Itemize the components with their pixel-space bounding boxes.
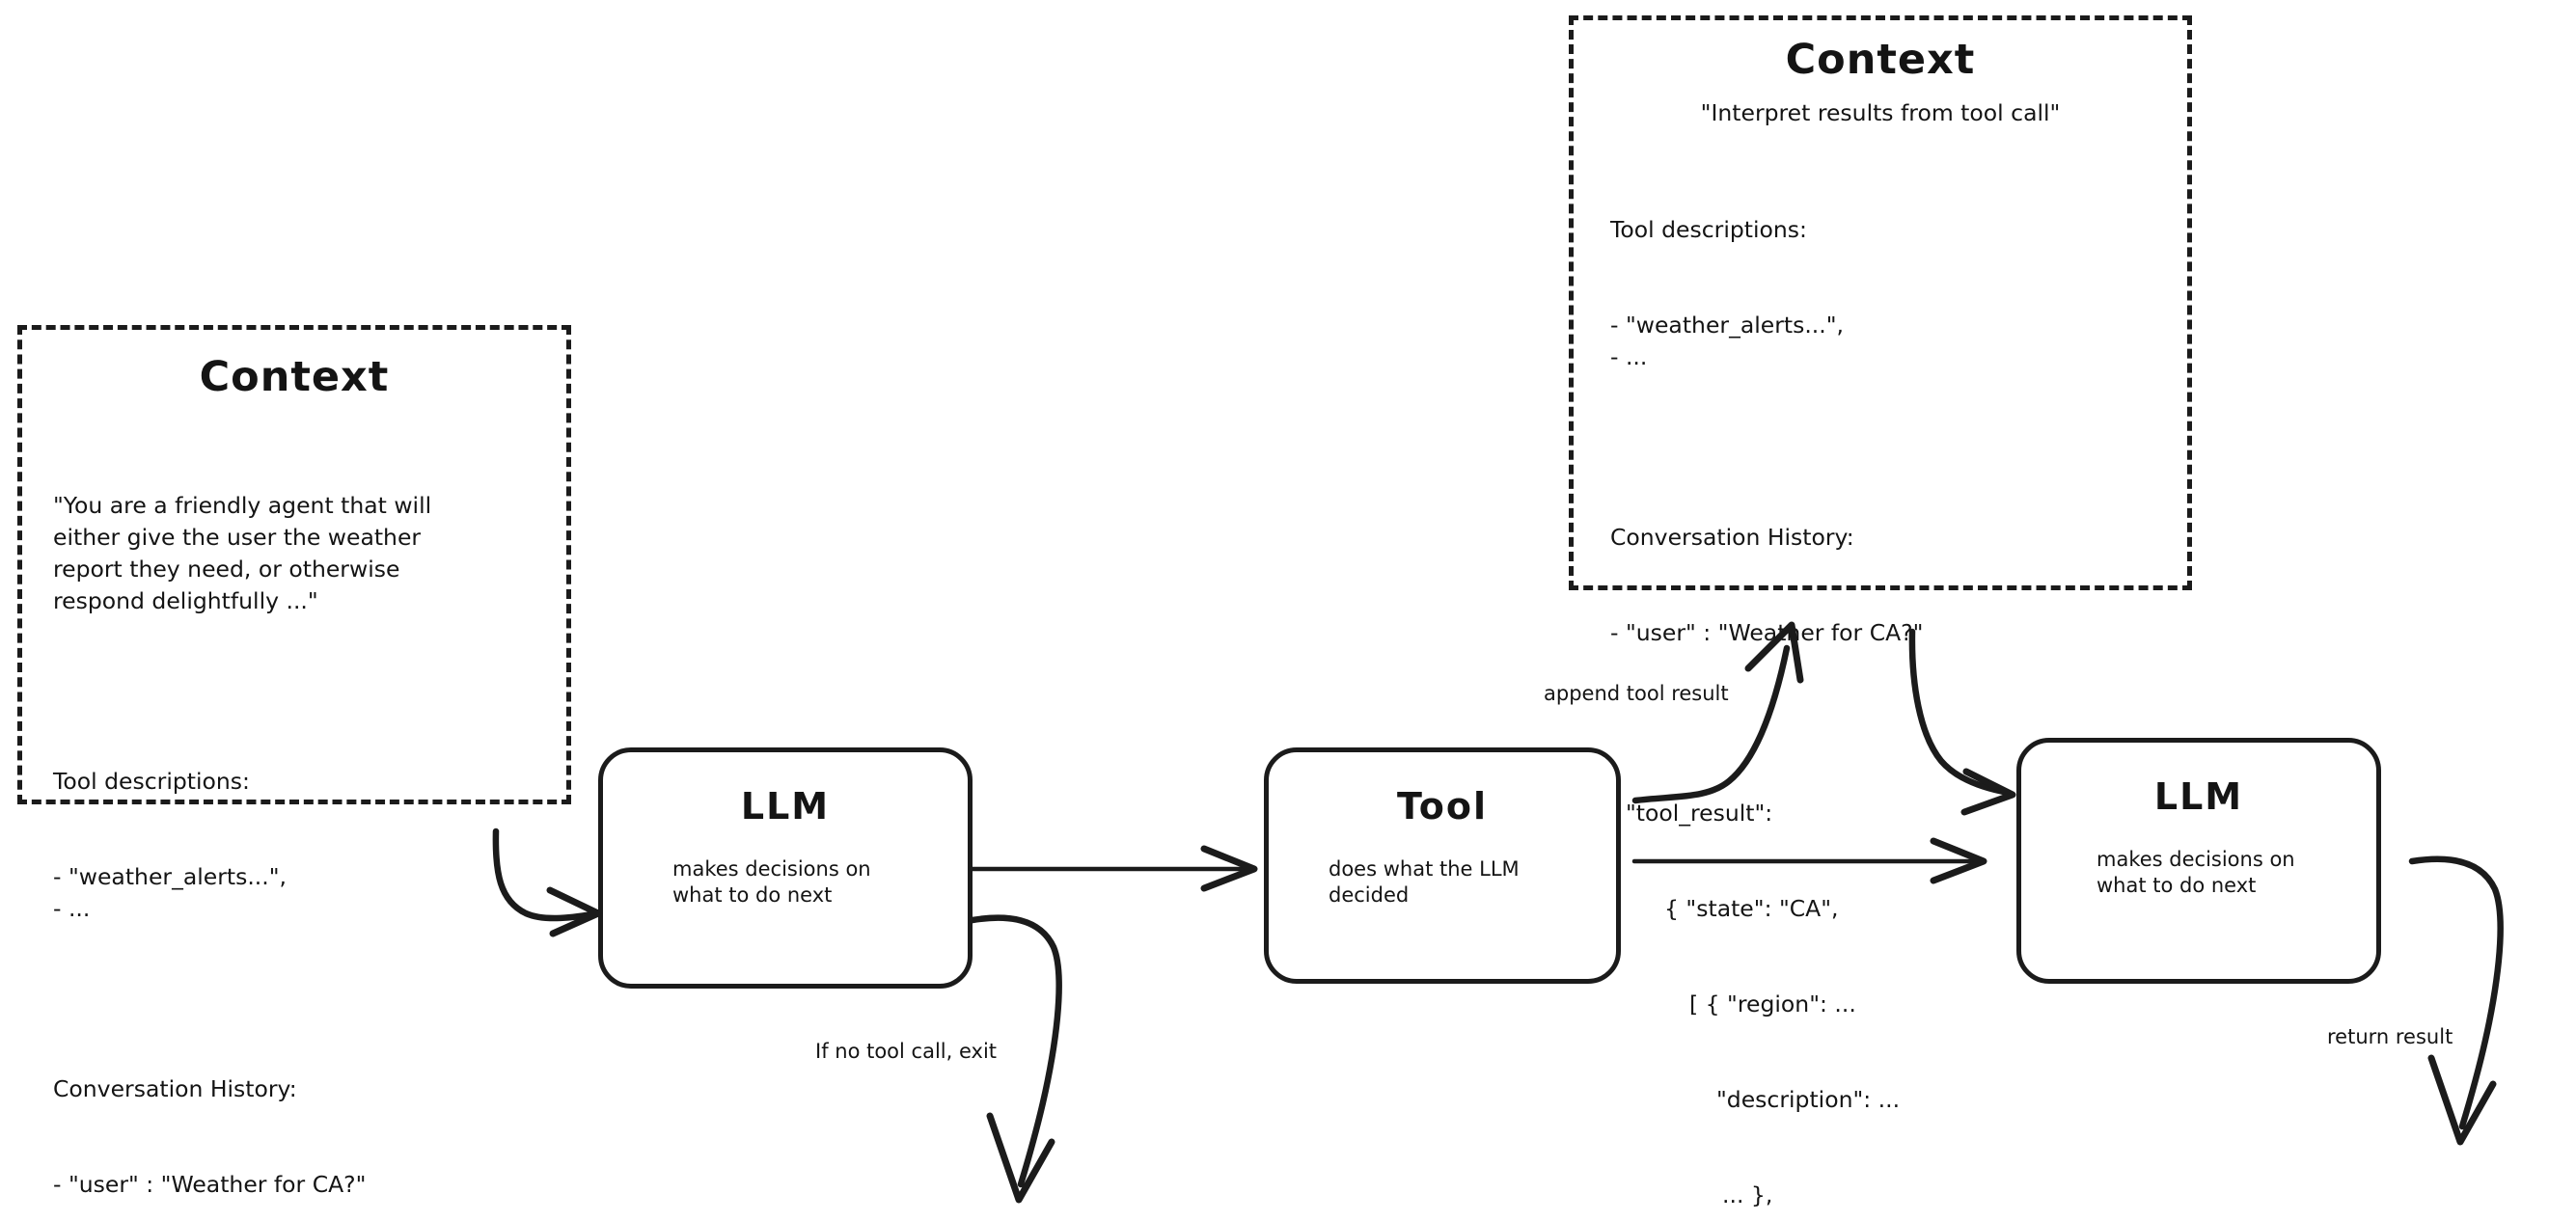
context-right-tool-result-line-2: [ { "region": ... (1689, 990, 1856, 1018)
node-llm-first-subtitle: makes decisions on what to do next (672, 857, 871, 907)
context-box-right: Context "Interpret results from tool cal… (1569, 15, 2192, 1208)
context-left-conversation-header: Conversation History: (53, 1075, 297, 1102)
spacer (1610, 437, 2187, 458)
edge-label-exit: If no tool call, exit (815, 1040, 998, 1063)
context-left-system-prompt: "You are a friendly agent that will eith… (53, 492, 432, 614)
context-left-conversation-items: - "user" : "Weather for CA?" (53, 1171, 367, 1198)
context-left-tools-items: - "weather_alerts...", - ... (53, 863, 288, 922)
context-left-tools-header: Tool descriptions: (53, 768, 250, 795)
context-right-tool-result-line-4: ... }, (1722, 1181, 1773, 1208)
context-right-quote: "Interpret results from tool call" (1700, 99, 2061, 126)
context-right-title: Context (1785, 36, 1976, 84)
edge-label-return-result: return result (2327, 1025, 2453, 1048)
context-left-title: Context (199, 353, 390, 401)
context-right-tools-items: - "weather_alerts...", - ... (1610, 312, 1845, 370)
node-tool-title: Tool (1396, 785, 1489, 828)
context-right-conversation-header: Conversation History: (1610, 524, 1854, 551)
node-tool-subtitle: does what the LLM decided (1329, 857, 1520, 907)
spacer (1610, 713, 2187, 734)
arrow-llm-to-tool (968, 845, 1258, 892)
spacer (53, 989, 566, 1010)
node-llm-first-title: LLM (740, 785, 831, 828)
edge-label-append-tool-result: append tool result (1544, 682, 1729, 705)
context-right-tool-result-line-1: { "state": "CA", (1664, 895, 1839, 922)
context-right-tools-header: Tool descriptions: (1610, 216, 1807, 243)
context-box-left: Context "You are a friendly agent that w… (17, 325, 571, 1198)
node-tool[interactable]: Tool does what the LLM decided (1264, 747, 1621, 984)
node-llm-second[interactable]: LLM makes decisions on what to do next (2016, 738, 2381, 984)
context-right-tool-result-line-3: "description": ... (1716, 1086, 1901, 1113)
node-llm-first[interactable]: LLM makes decisions on what to do next (598, 747, 973, 989)
node-llm-second-title: LLM (2153, 775, 2244, 818)
context-right-conversation-user: - "user" : "Weather for CA?" (1610, 619, 1924, 646)
context-left-body: "You are a friendly agent that will eith… (53, 426, 566, 1221)
node-llm-second-subtitle: makes decisions on what to do next (2096, 848, 2295, 897)
arrow-llm-second-return (2408, 855, 2504, 1146)
spacer (53, 681, 566, 702)
